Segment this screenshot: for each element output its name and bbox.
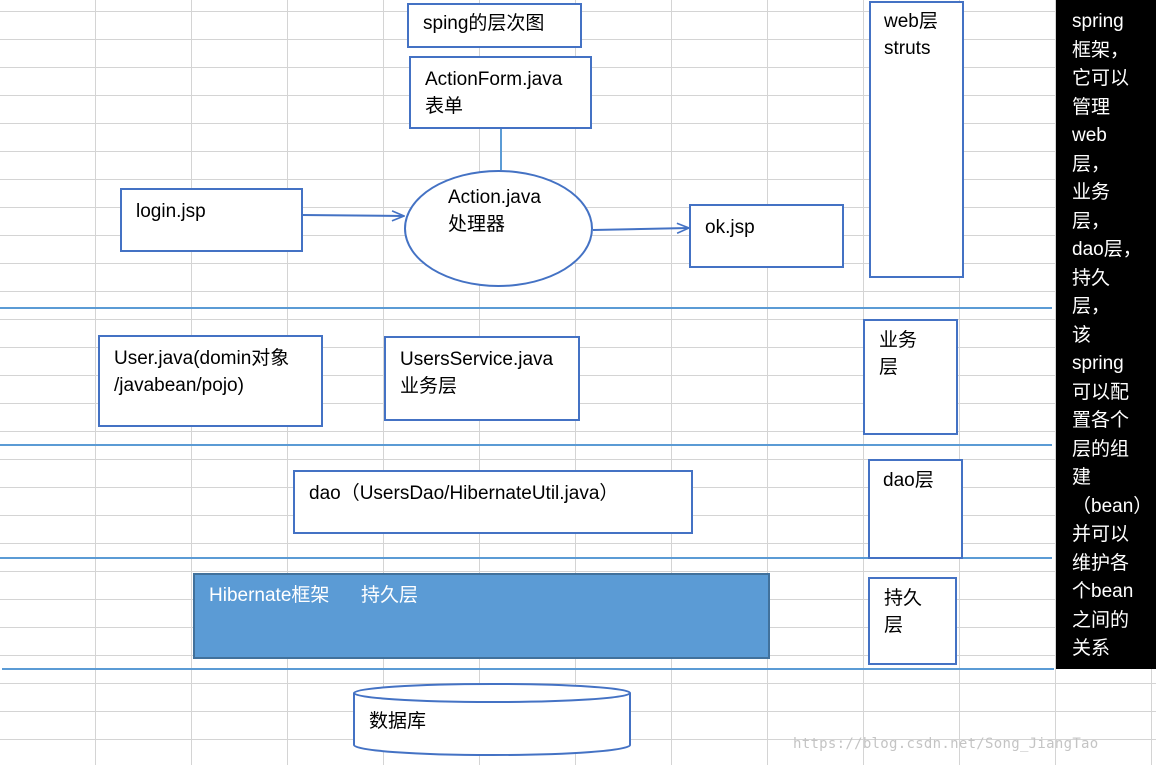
persistence-layer-label: 持久 层: [868, 577, 957, 665]
spring-note-panel: spring 框架， 它可以 管理 web层， 业务层， dao层， 持久层， …: [1056, 0, 1156, 669]
login-to-action-arrow: [301, 215, 404, 216]
users-service-box: UsersService.java 业务层: [384, 336, 580, 421]
actionform-connector: [500, 128, 502, 170]
diagram-title: sping的层次图: [407, 3, 582, 48]
database-cylinder: [353, 683, 631, 756]
dao-layer-label: dao层: [868, 459, 963, 559]
dao-layer-separator: [0, 557, 1052, 559]
action-to-ok-arrow: [592, 228, 689, 230]
service-layer-separator: [0, 444, 1052, 446]
action-processor-label: Action.java 处理器: [448, 187, 541, 235]
service-layer-label: 业务 层: [863, 319, 958, 435]
watermark: https://blog.csdn.net/Song_JiangTao: [793, 736, 1099, 752]
persistence-layer-separator: [2, 668, 1054, 670]
database-label: 数据库: [369, 711, 427, 732]
user-java-box: User.java(domin对象 /javabean/pojo): [98, 335, 323, 427]
web-layer-label: web层 struts: [869, 1, 964, 278]
actionform-box: ActionForm.java 表单: [409, 56, 592, 129]
action-processor-ellipse: Action.java 处理器: [404, 170, 593, 287]
dao-box: dao（UsersDao/HibernateUtil.java）: [293, 470, 693, 534]
ok-jsp-box: ok.jsp: [689, 204, 844, 268]
web-layer-separator: [0, 307, 1052, 309]
hibernate-framework-box: Hibernate框架 持久层: [193, 573, 770, 659]
login-jsp-box: login.jsp: [120, 188, 303, 252]
